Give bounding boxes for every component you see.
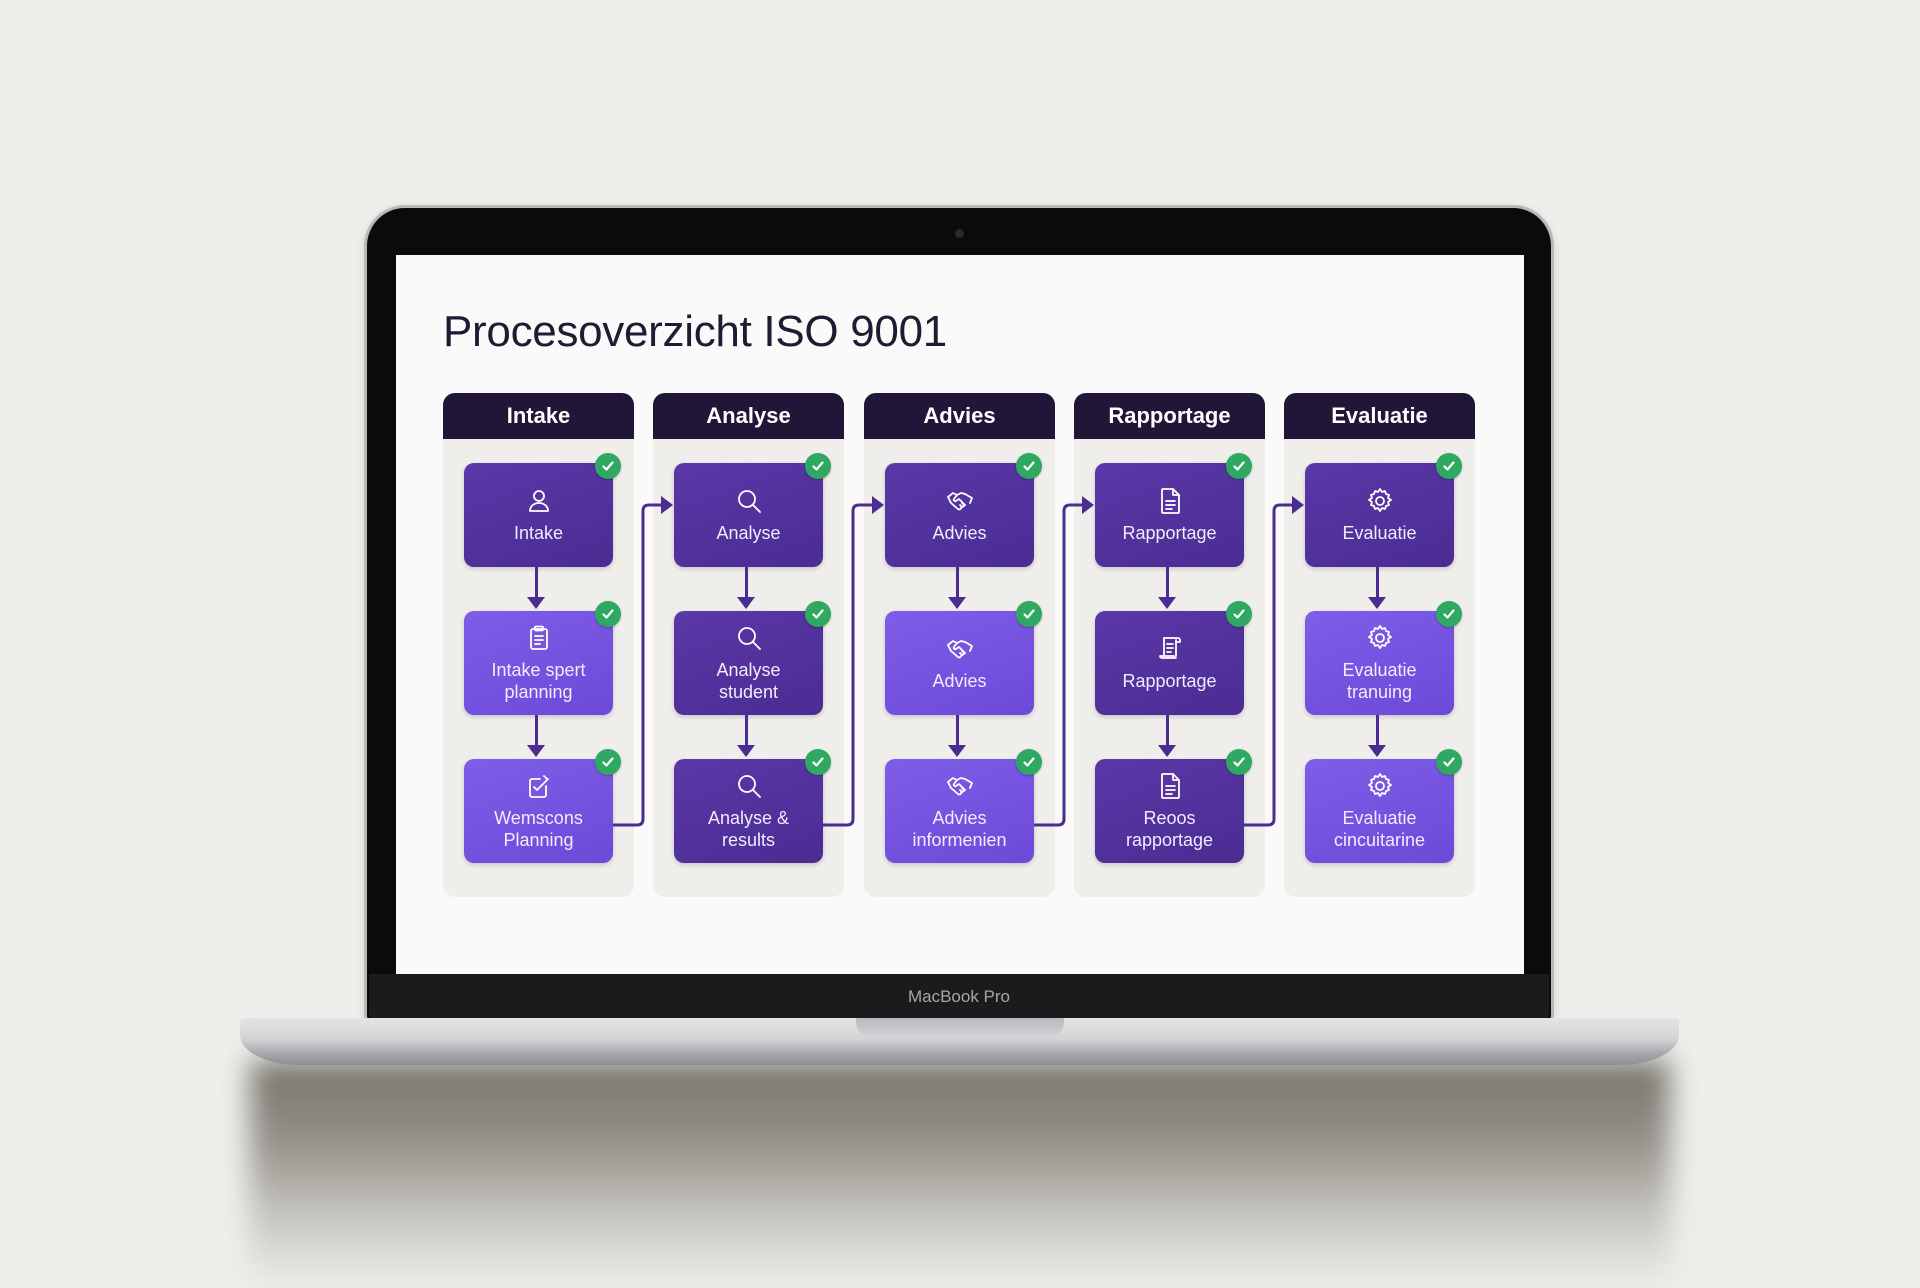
- flow-connector: [613, 503, 662, 827]
- flow-connector: [1034, 503, 1083, 827]
- process-step-card[interactable]: Wemscons Planning: [464, 749, 621, 863]
- step-label: Analyse & results: [707, 808, 790, 850]
- column-header: Intake: [443, 393, 634, 439]
- process-step-card[interactable]: Intake spert planning: [464, 601, 621, 715]
- column-header: Rapportage: [1074, 393, 1265, 439]
- arrow-right-icon: [1292, 496, 1304, 514]
- check-badge-icon: [1226, 749, 1252, 775]
- step-label: Advies: [932, 523, 987, 543]
- step-label: Advies informenien: [912, 808, 1007, 850]
- arrow-right-icon: [661, 496, 673, 514]
- process-step-card[interactable]: Reoos rapportage: [1095, 749, 1252, 863]
- arrow-down-icon: [737, 567, 755, 609]
- column-header: Evaluatie: [1284, 393, 1475, 439]
- search-icon: [737, 490, 761, 513]
- check-badge-icon: [1436, 453, 1462, 479]
- process-step-card[interactable]: Advies: [885, 453, 1042, 567]
- step-label: Rapportage: [1122, 523, 1217, 543]
- document-icon: [1160, 488, 1180, 514]
- clipboard-icon: [529, 625, 548, 650]
- process-step-card[interactable]: Rapportage: [1095, 453, 1252, 567]
- check-badge-icon: [595, 453, 621, 479]
- step-label: Rapportage: [1122, 671, 1217, 691]
- check-badge-icon: [1016, 453, 1042, 479]
- check-badge-icon: [1226, 601, 1252, 627]
- arrow-down-icon: [1368, 715, 1386, 757]
- gear-icon: [1367, 625, 1392, 649]
- step-label: Analyse student: [716, 660, 781, 702]
- arrow-right-icon: [1082, 496, 1094, 514]
- step-label: Reoos rapportage: [1125, 808, 1214, 850]
- process-step-card[interactable]: Advies informenien: [885, 749, 1042, 863]
- search-icon: [737, 775, 761, 798]
- flow-connector: [1244, 503, 1293, 827]
- step-label: Evaluatie cincuitarine: [1333, 808, 1426, 850]
- step-label: Advies: [932, 671, 987, 691]
- checklist-edit-icon: [528, 775, 549, 798]
- laptop-chin: MacBook Pro: [369, 974, 1549, 1018]
- check-badge-icon: [805, 601, 831, 627]
- step-label: Analyse: [716, 523, 781, 543]
- column-header: Advies: [864, 393, 1055, 439]
- handshake-icon: [946, 777, 973, 796]
- handshake-icon: [946, 640, 973, 659]
- step-label: Intake spert planning: [491, 660, 586, 702]
- flow-connector: [823, 503, 873, 827]
- arrow-down-icon: [737, 715, 755, 757]
- process-step-card[interactable]: Evaluatie cincuitarine: [1305, 749, 1462, 863]
- column-header: Analyse: [653, 393, 844, 439]
- check-badge-icon: [595, 749, 621, 775]
- process-step-card[interactable]: Advies: [885, 601, 1042, 715]
- check-badge-icon: [1226, 453, 1252, 479]
- process-step-card[interactable]: Analyse & results: [674, 749, 831, 863]
- process-step-card[interactable]: Analyse student: [674, 601, 831, 715]
- device-label: MacBook Pro: [907, 987, 1011, 1006]
- step-label: Wemscons Planning: [494, 808, 583, 850]
- process-step-card[interactable]: Rapportage: [1095, 601, 1252, 715]
- arrow-down-icon: [1368, 567, 1386, 609]
- process-step-card[interactable]: Analyse: [674, 453, 831, 567]
- check-badge-icon: [1436, 749, 1462, 775]
- arrow-down-icon: [527, 567, 545, 609]
- check-badge-icon: [595, 601, 621, 627]
- arrow-right-icon: [872, 496, 884, 514]
- check-badge-icon: [1016, 749, 1042, 775]
- step-label: Evaluatie: [1342, 523, 1417, 543]
- user-icon: [528, 490, 549, 512]
- document-icon: [1160, 773, 1180, 799]
- check-badge-icon: [805, 749, 831, 775]
- process-step-card[interactable]: Evaluatie: [1305, 453, 1462, 567]
- page-title: Procesoverzicht ISO 9001: [443, 307, 947, 356]
- scroll-icon: [1158, 637, 1181, 659]
- check-badge-icon: [1016, 601, 1042, 627]
- laptop-base: [240, 1018, 1679, 1065]
- handshake-icon: [946, 492, 973, 511]
- webcam-icon: [955, 229, 964, 238]
- lid-notch: [856, 1018, 1064, 1036]
- check-badge-icon: [1436, 601, 1462, 627]
- gear-icon: [1367, 773, 1392, 797]
- process-step-card[interactable]: Evaluatie tranuing: [1305, 601, 1462, 715]
- arrow-down-icon: [527, 715, 545, 757]
- step-label: Evaluatie tranuing: [1342, 660, 1417, 702]
- arrow-down-icon: [1158, 567, 1176, 609]
- arrow-down-icon: [1158, 715, 1176, 757]
- laptop-shadow: [250, 1060, 1670, 1288]
- arrow-down-icon: [948, 567, 966, 609]
- arrow-down-icon: [948, 715, 966, 757]
- process-step-card[interactable]: Intake: [464, 453, 621, 567]
- step-label: Intake: [513, 523, 564, 543]
- gear-icon: [1367, 488, 1392, 512]
- column-connectors: [613, 496, 1304, 827]
- search-icon: [737, 627, 761, 650]
- check-badge-icon: [805, 453, 831, 479]
